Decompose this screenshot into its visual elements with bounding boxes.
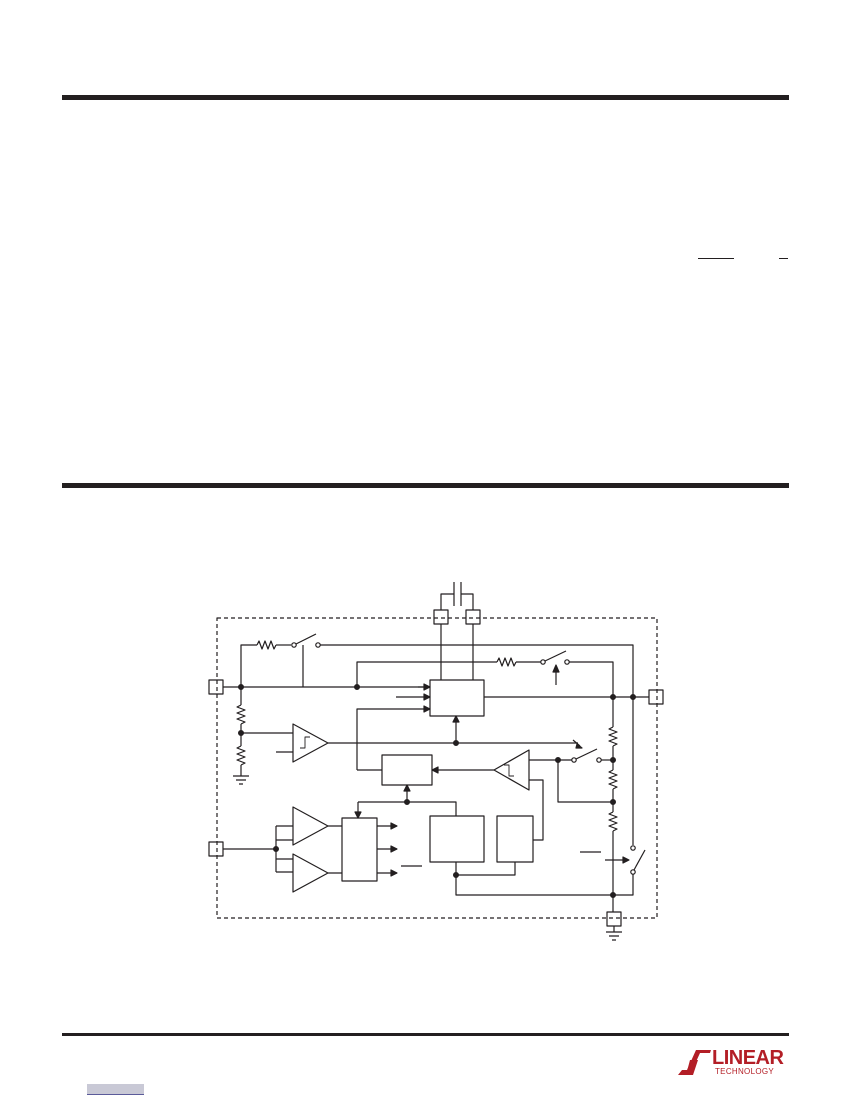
pin-ground	[606, 911, 622, 927]
reference-block	[496, 815, 534, 863]
pin-right	[648, 689, 664, 705]
resistor-left-2	[236, 745, 246, 766]
resistor-mid	[496, 657, 517, 667]
switch-lower	[575, 748, 598, 760]
resistor-left-1	[236, 704, 246, 725]
external-capacitor	[440, 582, 474, 610]
ground-symbol	[606, 926, 622, 941]
comparator-right	[493, 749, 530, 791]
resistor-chain-1	[608, 726, 618, 747]
pin-c2	[465, 609, 481, 625]
switch-bottom	[633, 849, 646, 871]
logo-mark-icon	[678, 1050, 711, 1075]
resistor-chain-2	[608, 769, 618, 790]
ground-left	[233, 765, 249, 785]
pin-c1	[433, 609, 449, 625]
chip-boundary	[216, 617, 658, 919]
pin-left-top	[208, 679, 224, 695]
charge-pump-block	[429, 679, 485, 717]
overbar-mark	[698, 258, 734, 259]
comparator-top	[292, 723, 329, 763]
resistor-top	[256, 640, 277, 650]
control-logic-block	[381, 754, 433, 786]
footer-link[interactable]	[87, 1084, 144, 1095]
company-logo: LINEAR TECHNOLOGY	[676, 1048, 791, 1078]
logo-tagline: TECHNOLOGY	[715, 1067, 775, 1076]
switch-top	[295, 633, 317, 645]
comparator-input-2	[292, 853, 329, 893]
resistor-chain-3	[608, 811, 618, 832]
pin-left-bottom	[208, 841, 224, 857]
footer-rule	[62, 1033, 789, 1036]
header-rule	[62, 95, 789, 100]
comparator-input-1	[292, 806, 329, 846]
switch-mid	[544, 650, 567, 662]
overbar-mark-short	[779, 258, 788, 259]
decoder-block	[341, 817, 378, 882]
oscillator-block	[429, 815, 485, 863]
logo-brand: LINEAR	[712, 1047, 784, 1069]
section-rule	[62, 483, 789, 488]
